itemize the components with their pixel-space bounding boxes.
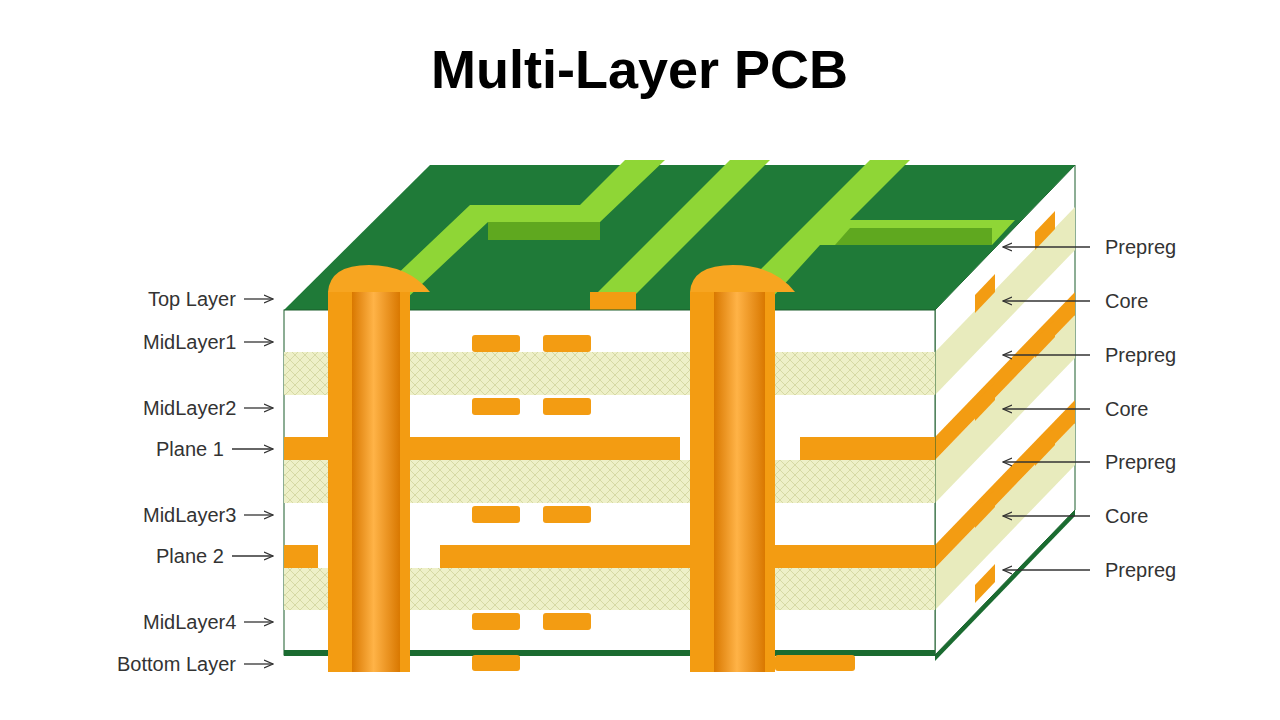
layer-label: Core bbox=[1105, 505, 1148, 527]
layer-label: Bottom Layer bbox=[117, 653, 236, 675]
layer-label: Prepreg bbox=[1105, 451, 1176, 473]
layer-label: MidLayer2 bbox=[143, 397, 236, 419]
layer-label: Plane 1 bbox=[156, 438, 224, 460]
layer-label: Prepreg bbox=[1105, 559, 1176, 581]
leader-arrow bbox=[232, 247, 1090, 664]
via bbox=[328, 265, 430, 672]
diagram-title: Multi-Layer PCB bbox=[431, 40, 848, 99]
layer-label: Prepreg bbox=[1105, 236, 1176, 258]
layer-label: MidLayer3 bbox=[143, 504, 236, 526]
layer-label: Core bbox=[1105, 398, 1148, 420]
layer-label: Prepreg bbox=[1105, 344, 1176, 366]
layer-label: Core bbox=[1105, 290, 1148, 312]
layer-label: MidLayer1 bbox=[143, 331, 236, 353]
layer-label: Plane 2 bbox=[156, 545, 224, 567]
layer-label: MidLayer4 bbox=[143, 611, 236, 633]
layer-label: Top Layer bbox=[148, 288, 236, 310]
via bbox=[690, 265, 795, 672]
top-face bbox=[284, 160, 1075, 310]
